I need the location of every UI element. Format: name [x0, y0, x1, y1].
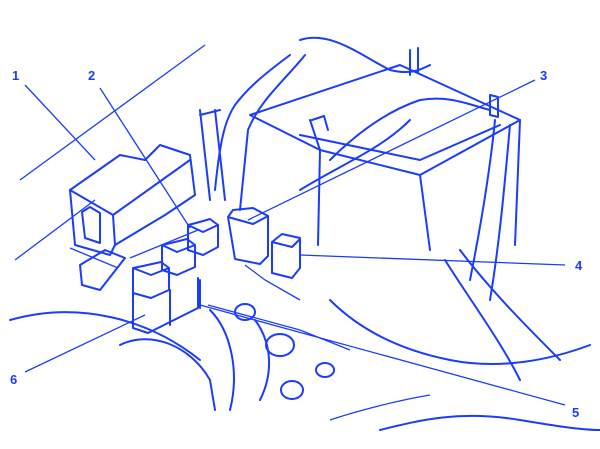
callout-leader-5 — [199, 304, 566, 406]
relays — [132, 207, 351, 351]
callout-leader-3 — [247, 79, 536, 221]
callout-label-2: 2 — [88, 68, 96, 83]
callout-label-1: 1 — [12, 68, 20, 83]
callout-leader-4 — [299, 254, 566, 266]
battery-cables — [199, 36, 561, 381]
callout-label-4: 4 — [575, 258, 583, 273]
callout-leader-6 — [24, 314, 146, 373]
callout-label-5: 5 — [572, 405, 580, 420]
battery — [249, 47, 521, 251]
callout-label-3: 3 — [540, 68, 548, 83]
fender-line — [14, 199, 96, 261]
engine-components — [9, 299, 600, 431]
callout-leader-2 — [99, 87, 191, 229]
callout-leader-1 — [24, 84, 96, 161]
hood-edge-line — [19, 44, 206, 181]
callout-label-6: 6 — [10, 372, 18, 387]
